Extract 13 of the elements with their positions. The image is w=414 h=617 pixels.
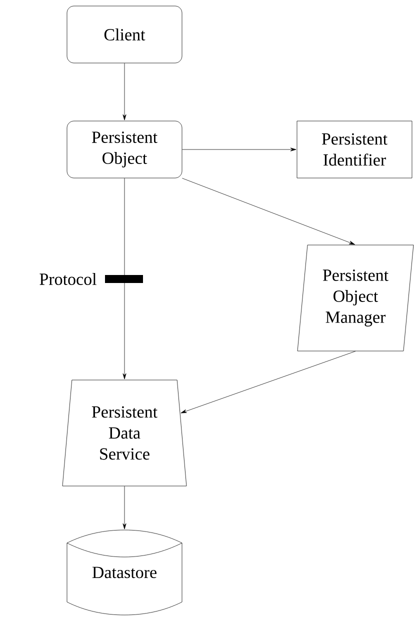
arrow — [182, 178, 356, 245]
process-box: Client — [66, 6, 182, 64]
arrow — [122, 486, 126, 530]
service-trapezoid: Persistent Data Service — [62, 380, 187, 486]
datastore-cylinder: Datastore — [66, 530, 182, 616]
manager-parallelogram: Persistent Object Manager — [297, 244, 414, 352]
process-box: Persistent Object — [66, 120, 182, 178]
arrow — [180, 351, 356, 414]
arrow — [182, 148, 296, 152]
protocol-label: Protocol — [40, 273, 96, 285]
arrow — [122, 178, 126, 380]
arrow — [122, 63, 126, 120]
identifier-box: Persistent Identifier — [296, 120, 412, 178]
